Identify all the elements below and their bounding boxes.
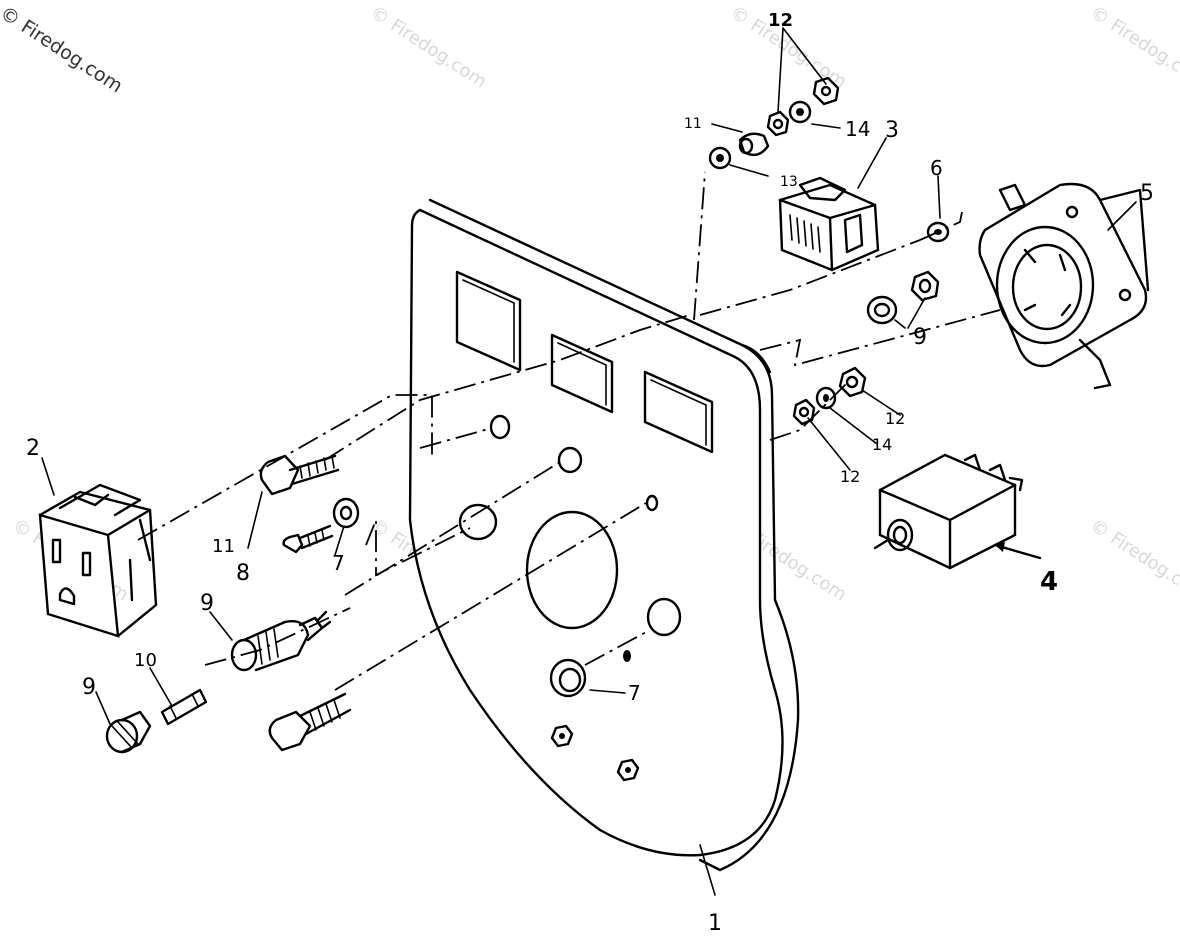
- panel-nut: [616, 758, 640, 782]
- callout-4: 4: [1040, 567, 1058, 597]
- panel-hole: [489, 414, 511, 440]
- callout-10: 10: [134, 650, 157, 671]
- callout-2: 2: [26, 436, 40, 461]
- screw-part: [282, 524, 334, 554]
- panel-hole: [646, 597, 682, 637]
- callout-8: 8: [236, 561, 250, 586]
- callout-9b: 9: [82, 675, 96, 700]
- rocker-switch-part: [778, 176, 880, 272]
- nut-stack-part: [792, 366, 867, 426]
- callout-11a: 11: [212, 536, 235, 557]
- callout-3: 3: [885, 118, 899, 143]
- switch-hardware-stack: [708, 76, 840, 170]
- fuse-cap-part: [105, 710, 152, 754]
- callout-7b: 7: [628, 681, 641, 705]
- fuse-holder-part: [230, 610, 332, 672]
- washer-part: [332, 497, 360, 529]
- duplex-outlet-part: [38, 483, 158, 638]
- callout-labels: 1 2 3 4 5 6 7 7 8 9 9 9 10 11 11 12 12 1…: [26, 10, 1154, 936]
- callout-9a: 9: [200, 591, 214, 616]
- twist-lock-receptacle-part: [978, 182, 1150, 390]
- callout-6: 6: [930, 156, 943, 180]
- nut-and-washer-part: [866, 270, 940, 325]
- screw-part: [259, 454, 340, 496]
- control-panel-part: [408, 198, 800, 872]
- leader-lines: [41, 27, 1137, 896]
- panel-hole: [645, 494, 659, 512]
- panel-hole: [458, 503, 498, 541]
- panel-nut: [550, 724, 574, 748]
- panel-window: [550, 333, 614, 414]
- callout-11b: 11: [684, 116, 702, 132]
- circuit-breaker-part: [873, 453, 1042, 570]
- panel-hole: [557, 446, 583, 474]
- fuse-part: [160, 688, 208, 726]
- grommet-part: [549, 658, 587, 698]
- callout-12b: 12: [885, 409, 905, 428]
- screw-part: [268, 692, 352, 752]
- callout-1: 1: [708, 911, 722, 936]
- callout-14a: 14: [845, 117, 870, 141]
- panel-large-hole: [525, 510, 619, 630]
- panel-window: [643, 370, 714, 454]
- callout-14b: 14: [872, 435, 892, 454]
- callout-13: 13: [780, 174, 798, 190]
- callout-7a: 7: [332, 551, 345, 575]
- panel-rivet: [623, 650, 631, 662]
- callout-12a: 12: [768, 10, 793, 31]
- callout-5: 5: [1140, 181, 1154, 206]
- callout-12c: 12: [840, 467, 860, 486]
- panel-window: [455, 270, 522, 372]
- washer-part: [926, 221, 950, 243]
- callout-9c: 9: [913, 325, 927, 350]
- assembly-guide-lines: [137, 171, 1001, 691]
